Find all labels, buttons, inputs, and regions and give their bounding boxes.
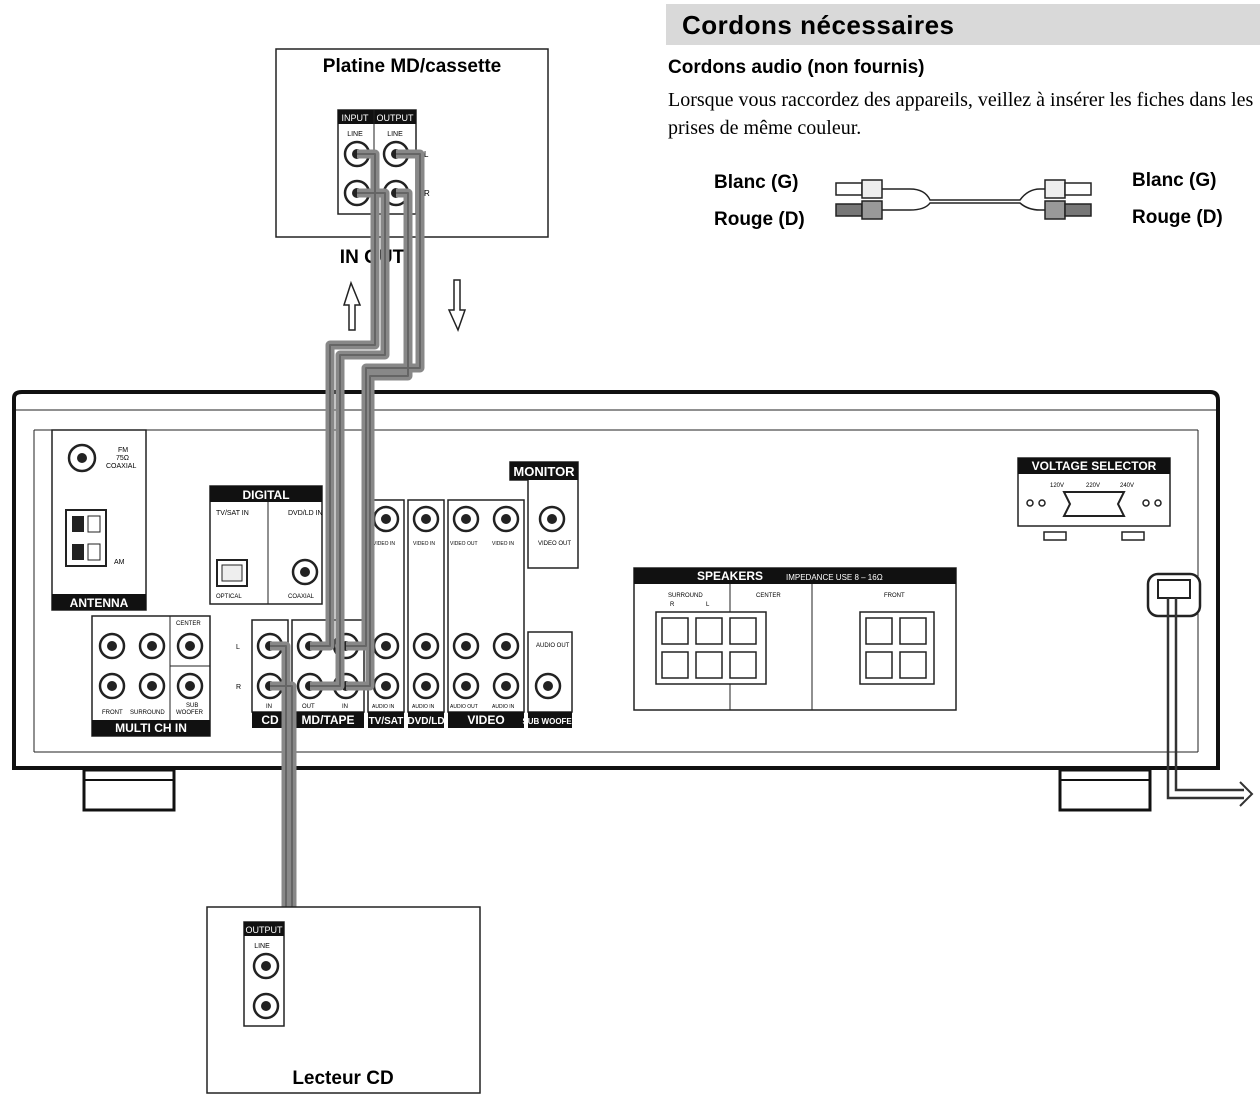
speakers-center-label: CENTER <box>756 593 781 599</box>
multi-ch-in-label: MULTI CH IN <box>115 721 187 735</box>
dvdld-label: DVD/LD <box>407 716 444 727</box>
audio-cord-icon <box>835 179 1092 220</box>
cable-right-red-label: Rouge (D) <box>1132 207 1223 228</box>
cd-label: CD <box>261 713 279 727</box>
cd-player-title: Lecteur CD <box>292 1068 393 1089</box>
fm-label: FM <box>118 447 128 454</box>
am-label: AM <box>114 559 125 566</box>
multi-woofer-label: WOOFER <box>176 710 204 716</box>
speakers-front-label: FRONT <box>884 593 905 599</box>
cords-heading: Cordons audio (non fournis) <box>668 57 925 78</box>
md-r-label: R <box>424 189 430 198</box>
fm-coaxial-label: COAXIAL <box>106 463 136 470</box>
multi-front-label: FRONT <box>102 710 123 716</box>
cd-output-label: OUTPUT <box>246 925 284 935</box>
multi-surround-label: SURROUND <box>130 710 165 716</box>
video-out-label: VIDEO OUT <box>450 541 478 547</box>
cd-line-label: LINE <box>254 943 270 950</box>
cable-right-white-label: Blanc (G) <box>1132 170 1217 191</box>
v240-label: 240V <box>1120 483 1134 489</box>
cd-in-label: IN <box>266 704 272 710</box>
receiver-rear-panel: FM 75Ω COAXIAL AM ANTENNA DIGITAL TV/SAT… <box>12 390 1254 812</box>
speakers-surround-l: L <box>706 602 710 608</box>
cd-l-label: L <box>236 644 240 651</box>
cd-r-label: R <box>236 684 241 691</box>
digital-label: DIGITAL <box>242 488 289 502</box>
speakers-label: SPEAKERS <box>697 569 763 583</box>
ohm-label: 75Ω <box>116 455 129 462</box>
impedance-label: IMPEDANCE USE 8 – 16Ω <box>786 573 883 582</box>
multi-sub-label: SUB <box>186 703 198 709</box>
video-audio-out-label: AUDIO OUT <box>450 704 478 710</box>
md-input-label: INPUT <box>342 113 370 123</box>
digital-coaxial-label: COAXIAL <box>288 594 315 600</box>
v120-label: 120V <box>1050 483 1064 489</box>
md-line-out-label: LINE <box>387 131 403 138</box>
md-in-port-label: IN <box>342 704 348 710</box>
md-out-port-label: OUT <box>302 704 315 710</box>
video-in-label: VIDEO IN <box>492 541 514 547</box>
dvdld-video-in-label: VIDEO IN <box>413 541 435 547</box>
section-header: Cordons nécessaires <box>666 4 1260 45</box>
sub-audio-out-label: AUDIO OUT <box>536 643 570 649</box>
md-l-label: L <box>424 150 429 159</box>
md-line-in-label: LINE <box>347 131 363 138</box>
multi-center-label: CENTER <box>176 621 201 627</box>
monitor-video-out-label: VIDEO OUT <box>538 541 571 547</box>
section-title: Cordons nécessaires <box>682 10 955 40</box>
speakers-surround-label: SURROUND <box>668 593 703 599</box>
tvsat-in-label: TV/SAT IN <box>216 510 249 517</box>
cd-player: OUTPUT LINE Lecteur CD <box>206 906 481 1094</box>
dvdld-audio-in-label: AUDIO IN <box>412 704 435 710</box>
tvsat-video-in-label: VIDEO IN <box>373 541 395 547</box>
md-output-label: OUTPUT <box>377 113 415 123</box>
md-deck-title: Platine MD/cassette <box>323 56 501 77</box>
power-cord-icon <box>1166 598 1244 800</box>
voltage-selector-label: VOLTAGE SELECTOR <box>1032 459 1157 473</box>
tvsat-label: TV/SAT <box>369 716 404 727</box>
optical-label: OPTICAL <box>216 594 242 600</box>
cable-left-red-label: Rouge (D) <box>714 209 805 230</box>
tvsat-audio-in-label: AUDIO IN <box>372 704 395 710</box>
subwoofer-label: SUB WOOFER <box>522 717 577 726</box>
cords-description: Lorsque vous raccordez des appareils, ve… <box>668 89 1254 139</box>
mdtape-label: MD/TAPE <box>301 713 354 727</box>
arrow-down-icon <box>447 279 467 333</box>
dvdld-in-label: DVD/LD IN <box>288 510 323 517</box>
video-label: VIDEO <box>467 713 504 727</box>
arrow-up-icon <box>342 280 362 331</box>
antenna-label: ANTENNA <box>70 596 129 610</box>
video-audio-in-label: AUDIO IN <box>492 704 515 710</box>
cable-left-white-label: Blanc (G) <box>714 172 799 193</box>
monitor-label: MONITOR <box>513 464 575 479</box>
v220-label: 220V <box>1086 483 1100 489</box>
speakers-surround-r: R <box>670 602 675 608</box>
